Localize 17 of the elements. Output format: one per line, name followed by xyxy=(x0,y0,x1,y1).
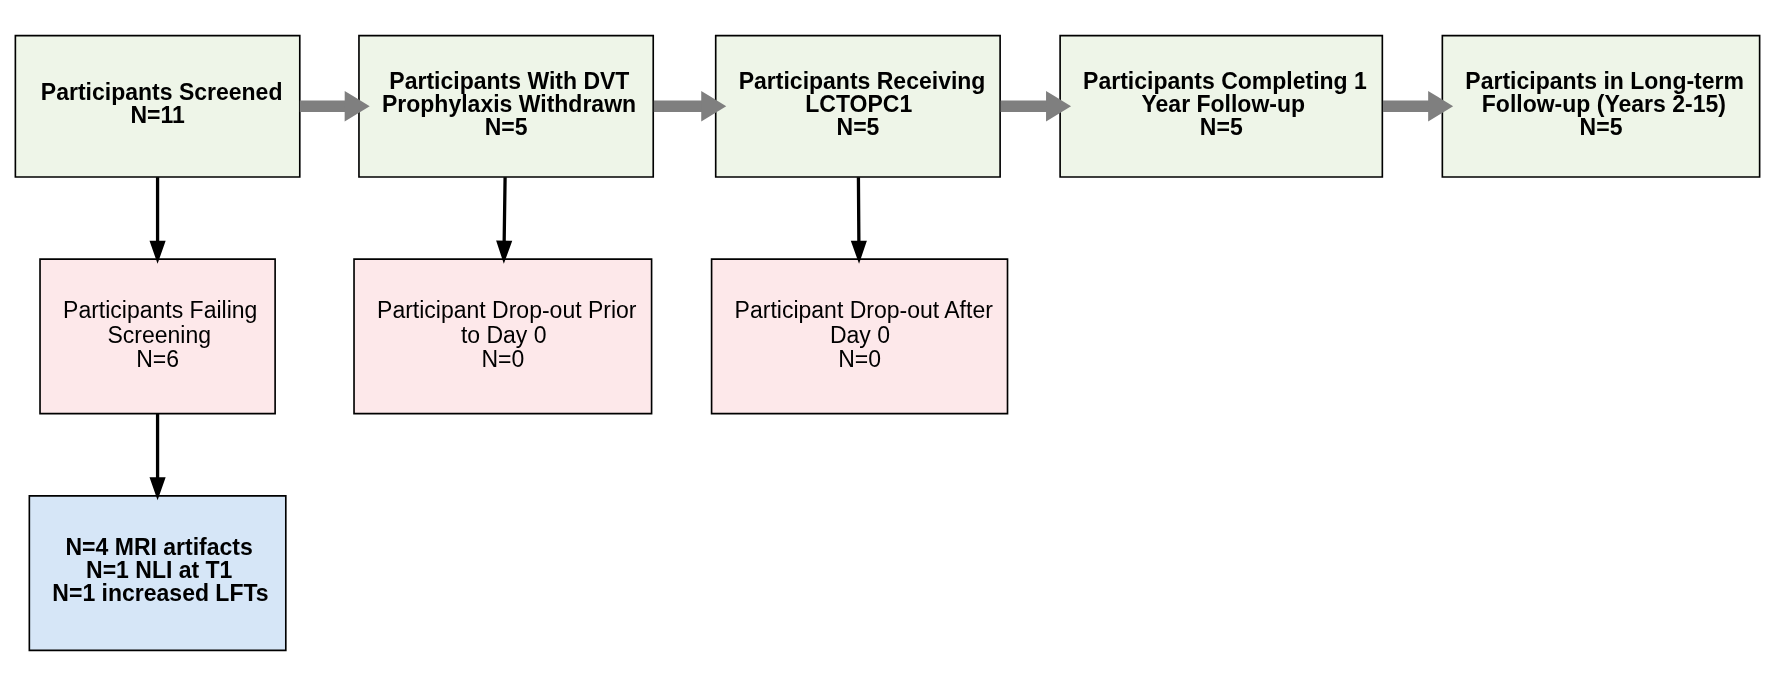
arrow xyxy=(1000,90,1072,122)
arrow xyxy=(1382,90,1454,122)
node-box: Participants With DVT Prophylaxis Withdrawn N=5 xyxy=(358,34,655,178)
node-box: Participants Receiving LCTOPC1 N=5 xyxy=(714,34,1001,178)
node-box: Participant Drop-out After Day 0 N=0 xyxy=(710,257,1009,414)
arrow xyxy=(653,90,727,122)
node-box: Participant Drop-out Prior to Day 0 N=0 xyxy=(353,257,653,414)
arrow xyxy=(149,176,166,264)
arrow xyxy=(149,413,166,500)
arrow xyxy=(850,176,867,264)
arrow xyxy=(496,176,513,264)
node-box: N=4 MRI artifacts N=1 NLI at T1 N=1 increased LFTs xyxy=(28,494,287,651)
arrow xyxy=(299,90,370,122)
node-box: Participants Screened N=11 xyxy=(14,34,301,178)
node-box: Participants Completing 1 Year Follow-up N=5 xyxy=(1059,34,1384,178)
node-box: Participants in Long-term Follow-up (Years 2-15) N=5 xyxy=(1441,34,1761,178)
node-box: Participants Failing Screening N=6 xyxy=(39,257,276,414)
